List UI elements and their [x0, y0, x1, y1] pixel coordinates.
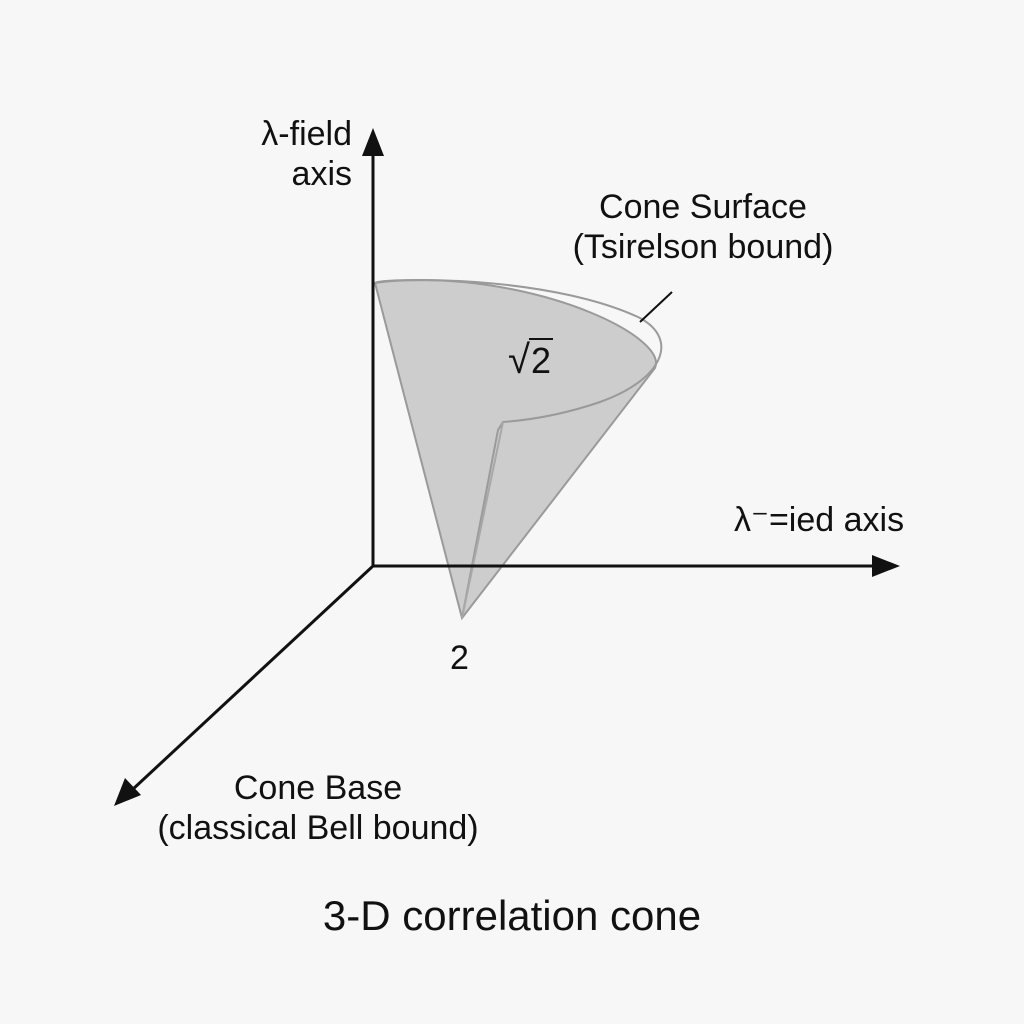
- vertical-axis-label-line-1: λ-field: [261, 115, 352, 153]
- horizontal-axis-arrowhead: [872, 555, 900, 577]
- cone-surface-label: Cone Surface (Tsirelson bound): [538, 187, 868, 267]
- depth-axis-line: [130, 564, 375, 792]
- apex-value-label: 2: [450, 639, 469, 677]
- cone-base-label: Cone Base (classical Bell bound): [118, 768, 518, 848]
- cone-base-label-line-1: Cone Base: [233, 769, 403, 807]
- cone-top-surface: [374, 279, 663, 619]
- sqrt-two-label: √2: [508, 338, 553, 382]
- vertical-axis-label-line-2: axis: [291, 155, 352, 193]
- horizontal-axis-label: λ⁻=ied axis: [734, 501, 905, 539]
- vertical-axis-label: λ-field axis: [152, 114, 352, 194]
- radical-sign-icon: √: [508, 338, 530, 382]
- cone-fold-line: [461, 421, 504, 619]
- cone-surface-label-line-2: (Tsirelson bound): [572, 228, 834, 266]
- cone-surface-label-line-1: Cone Surface: [599, 188, 807, 226]
- sqrt-value: 2: [528, 338, 553, 381]
- vertical-axis-arrowhead: [362, 128, 384, 156]
- diagram-caption: 3-D correlation cone: [322, 892, 702, 939]
- cone-surface-leader-line: [639, 291, 673, 323]
- depth-axis-arrowhead: [114, 778, 141, 806]
- cone-base-label-line-2: (classical Bell bound): [157, 809, 479, 847]
